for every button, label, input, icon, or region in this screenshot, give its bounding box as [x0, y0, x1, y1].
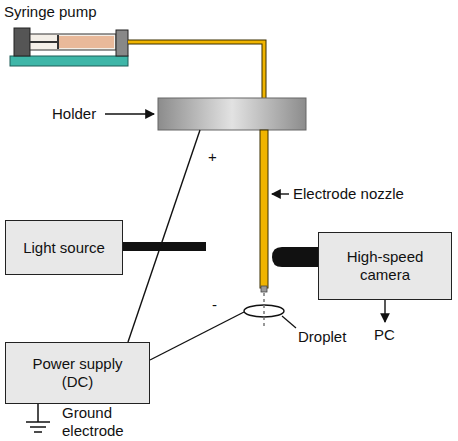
- part-name: Syringe pump: [4, 3, 97, 21]
- light-source-box: Light source: [5, 220, 123, 275]
- tube: [128, 42, 264, 100]
- holder: [158, 98, 306, 130]
- leader-arrow: [105, 113, 154, 114]
- polarity-sign: -: [212, 296, 217, 314]
- ground-symbol: [26, 404, 50, 432]
- electrode-nozzle: [260, 130, 268, 288]
- wire-positive: [128, 130, 200, 342]
- part-name: Holder: [52, 105, 96, 123]
- syringe-pump: [10, 28, 128, 66]
- signal-arrow: [384, 300, 385, 322]
- leader-arrow: [272, 193, 289, 194]
- light-beam: [122, 242, 206, 251]
- box-label: Light source: [23, 239, 105, 257]
- part-name: Droplet: [298, 328, 346, 346]
- droplet: [263, 293, 265, 328]
- polarity-sign: +: [208, 148, 217, 166]
- power-supply-box: Power supply (DC): [5, 342, 150, 404]
- camera-box: High-speed camera: [318, 232, 452, 300]
- tube: [128, 42, 264, 100]
- part-name: Ground electrode: [62, 404, 142, 440]
- leader-line: [282, 316, 296, 328]
- wire-negative: [150, 312, 244, 360]
- box-label: Power supply (DC): [28, 355, 128, 391]
- part-name: Electrode nozzle: [293, 185, 404, 203]
- nozzle-tip: [261, 286, 267, 292]
- camera-lens: [272, 247, 318, 267]
- box-label: High-speed camera: [330, 248, 440, 284]
- part-name: PC: [374, 326, 395, 344]
